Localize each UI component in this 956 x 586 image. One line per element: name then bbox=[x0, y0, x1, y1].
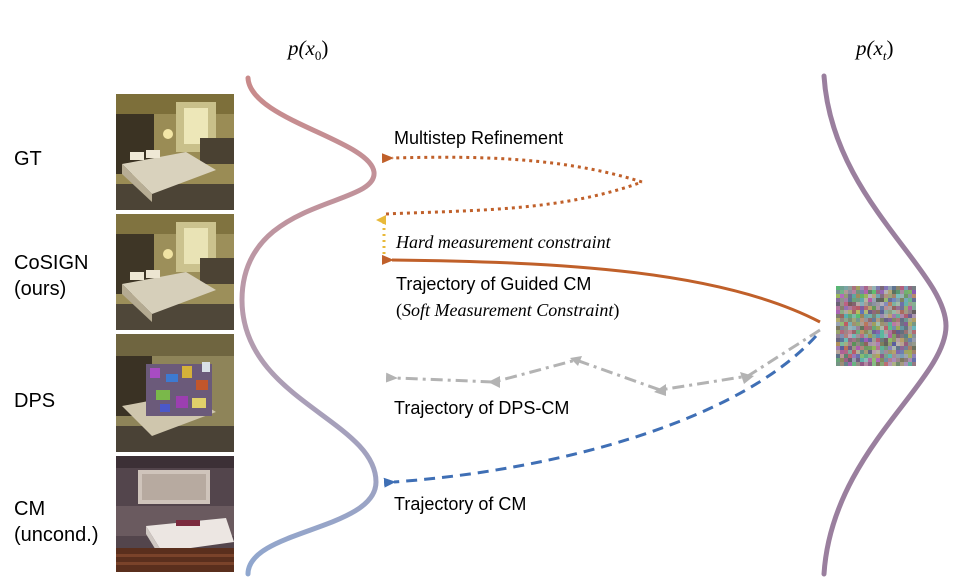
pxt-label: p(xt) bbox=[856, 36, 894, 64]
cm-label: Trajectory of CM bbox=[394, 494, 527, 514]
guided-cm-label: Trajectory of Guided CM bbox=[396, 274, 592, 294]
cm-trajectory bbox=[383, 334, 818, 488]
dps-cm-waypoint-4 bbox=[488, 376, 500, 388]
row-label-gt: GT bbox=[14, 146, 42, 172]
hard-constraint-label: Hard measurement constraint bbox=[396, 232, 611, 252]
gt-image bbox=[116, 94, 234, 210]
multistep-refinement-lower bbox=[385, 180, 643, 216]
soft-constraint-label: (Soft Measurement Constraint) bbox=[396, 300, 620, 320]
dps-cm-waypoint-2 bbox=[654, 384, 666, 396]
row-label-cm-line2: (uncond.) bbox=[14, 524, 99, 546]
multistep-refinement-upper bbox=[381, 153, 643, 184]
dps-cm-trajectory bbox=[385, 328, 821, 392]
row-label-cosign: CoSIGN (ours) bbox=[14, 250, 88, 302]
cosign-image bbox=[116, 214, 234, 330]
row-label-cm: CM (uncond.) bbox=[14, 496, 99, 548]
row-label-cm-line1: CM bbox=[14, 498, 46, 520]
multistep-refinement-label: Multistep Refinement bbox=[394, 128, 564, 148]
dps-cm-waypoint-3 bbox=[570, 356, 582, 366]
cm-image bbox=[116, 456, 234, 572]
px0-label: p(x0) bbox=[288, 36, 329, 64]
row-label-gt-line1: GT bbox=[14, 148, 42, 170]
row-label-dps-line1: DPS bbox=[14, 390, 56, 412]
px0-distribution-curve bbox=[239, 75, 379, 577]
noise-image bbox=[836, 286, 916, 366]
guided-cm-trajectory bbox=[381, 254, 821, 324]
dps-image bbox=[116, 334, 234, 452]
pxt-distribution-curve bbox=[821, 73, 949, 577]
row-label-dps: DPS bbox=[14, 388, 55, 414]
dps-cm-label: Trajectory of DPS-CM bbox=[394, 398, 570, 418]
row-label-cosign-line2: (ours) bbox=[14, 278, 67, 300]
row-label-cosign-line1: CoSIGN bbox=[14, 252, 89, 274]
dps-cm-waypoint-1 bbox=[740, 372, 754, 384]
